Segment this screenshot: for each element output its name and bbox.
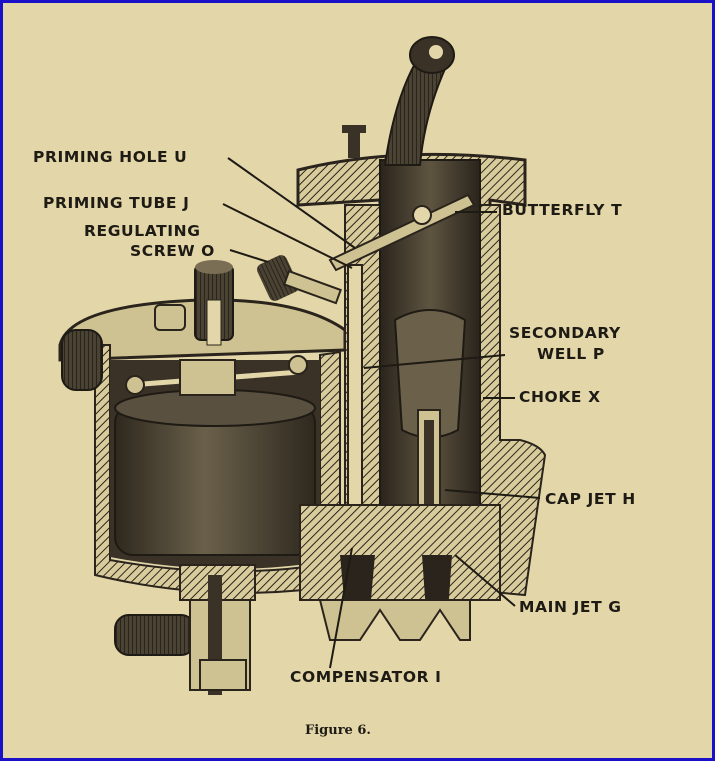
label-choke: CHOKE X xyxy=(519,388,601,406)
label-compensator: COMPENSATOR I xyxy=(290,668,442,686)
label-priming-hole: PRIMING HOLE U xyxy=(33,148,187,166)
fuel-inlet xyxy=(114,564,256,695)
label-butterfly: BUTTERFLY T xyxy=(502,201,622,219)
figure-caption: Figure 6. xyxy=(305,723,371,738)
label-secondary-line1: SECONDARY xyxy=(509,324,621,342)
label-main-jet: MAIN JET G xyxy=(519,598,622,616)
label-priming-tube: PRIMING TUBE J xyxy=(43,194,189,212)
float-chamber xyxy=(58,260,347,594)
regulating-screw xyxy=(257,255,342,305)
float-drum xyxy=(114,404,316,556)
label-secondary-line2: WELL P xyxy=(537,345,605,363)
main-jet xyxy=(422,555,452,612)
choke-venturi xyxy=(393,309,467,439)
label-cap-jet: CAP JET H xyxy=(545,490,636,508)
leader-lines xyxy=(222,157,541,669)
label-regulating-line1: REGULATING xyxy=(84,222,201,240)
label-regulating-line2: SCREW O xyxy=(130,242,215,260)
